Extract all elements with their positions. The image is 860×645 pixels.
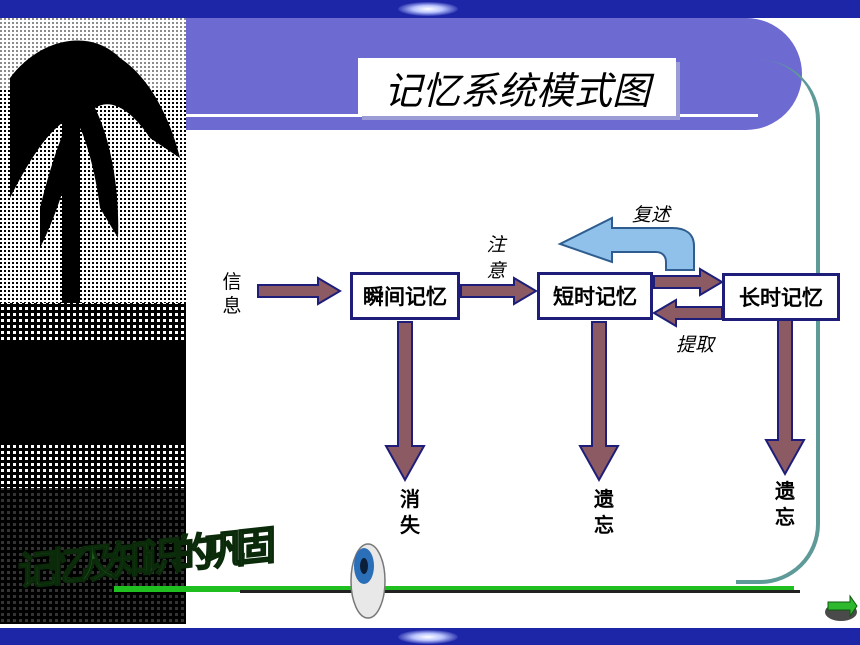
label-rehearsal: 复述	[632, 204, 671, 226]
node-long-term-label: 长时记忆	[739, 286, 823, 310]
node-short-term-memory: 短时记忆	[537, 272, 653, 320]
bottom-bar-glow	[398, 630, 458, 644]
label-loss: 消 失	[400, 487, 420, 537]
node-sensory-memory: 瞬间记忆	[350, 272, 460, 320]
arrow-forget-short	[578, 321, 620, 483]
eye-icon	[350, 543, 386, 619]
page-title: 记忆系统模式图	[383, 68, 650, 113]
arrow-loss	[384, 321, 426, 483]
top-bar-glow	[398, 2, 458, 16]
node-sensory-label: 瞬间记忆	[363, 285, 447, 309]
arrow-transfer	[653, 267, 724, 297]
wordart-banner: 记忆及知识的巩固	[17, 522, 277, 596]
arrow-attention	[460, 276, 538, 306]
label-attention: 注 意	[486, 234, 506, 282]
bottom-dark-line	[240, 590, 800, 593]
node-short-term-label: 短时记忆	[553, 285, 637, 309]
arrow-rehearsal	[557, 216, 695, 271]
arrow-input	[257, 276, 342, 306]
arrow-forget-long	[764, 317, 806, 477]
label-forget-long: 遗 忘	[775, 479, 795, 529]
node-long-term-memory: 长时记忆	[722, 273, 840, 321]
arrow-retrieval	[652, 298, 723, 328]
bottom-green-line	[114, 586, 794, 592]
next-slide-icon[interactable]	[824, 594, 858, 624]
label-input: 信 息	[222, 271, 242, 317]
label-retrieval: 提取	[676, 334, 715, 356]
label-forget-short: 遗 忘	[594, 487, 614, 537]
title-box: 记忆系统模式图	[358, 58, 676, 116]
palm-tree-image	[0, 18, 186, 624]
